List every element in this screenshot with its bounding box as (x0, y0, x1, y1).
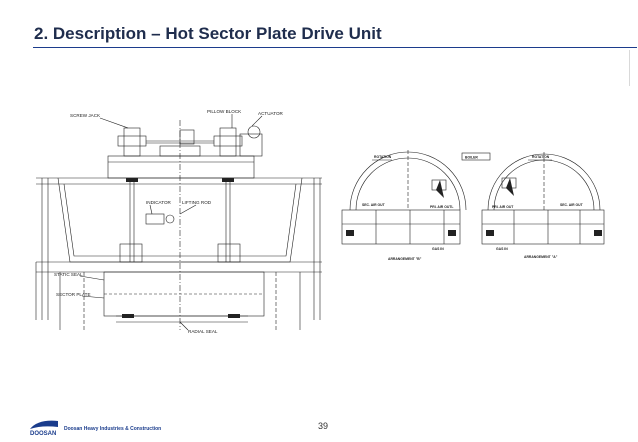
label-pri-air-out: PRI. AIR OUTL (430, 205, 453, 209)
page-number: 39 (318, 421, 329, 431)
label-radial-seal: RADIAL SEAL (188, 329, 218, 334)
label-static-seal: STATIC SEAL (54, 272, 83, 277)
label-sec-air-out: SEC. AIR OUT (362, 203, 386, 207)
label-pri-air-out-right: PRI. AIR OUT (492, 205, 514, 209)
label-screw-jack: SCREW JACK (70, 113, 101, 118)
label-pillow-block: PILLOW BLOCK (207, 109, 242, 114)
label-gas-in-left: GAS IN (432, 247, 444, 251)
label-rotation-left: ROTATION (374, 155, 392, 159)
page-title: 2. Description – Hot Sector Plate Drive … (34, 24, 382, 43)
label-indicator: INDICATOR (146, 200, 172, 205)
label-arrangement-a: ARRANGEMENT "A" (524, 255, 558, 259)
label-rotation-right: ROTATION (532, 155, 550, 159)
label-lifting-rod: LIFTING ROD (182, 200, 212, 205)
doosan-logo: DOOSAN (30, 420, 58, 437)
title-underline (33, 47, 637, 48)
logo-text: DOOSAN (30, 431, 56, 437)
label-actuator: ACTUATOR (258, 111, 284, 116)
label-sector-plate: SECTOR PLATE (56, 292, 91, 297)
label-boiler: BOILER (465, 156, 478, 160)
label-gas-in-right: GAS IN (496, 247, 508, 251)
label-sec-air-out-right: SEC. AIR OUT (560, 203, 584, 207)
label-arrangement-b: ARRANGEMENT "B" (388, 257, 422, 261)
right-edge-line (629, 50, 630, 86)
company-name: Doosan Heavy Industries & Construction (64, 426, 162, 432)
